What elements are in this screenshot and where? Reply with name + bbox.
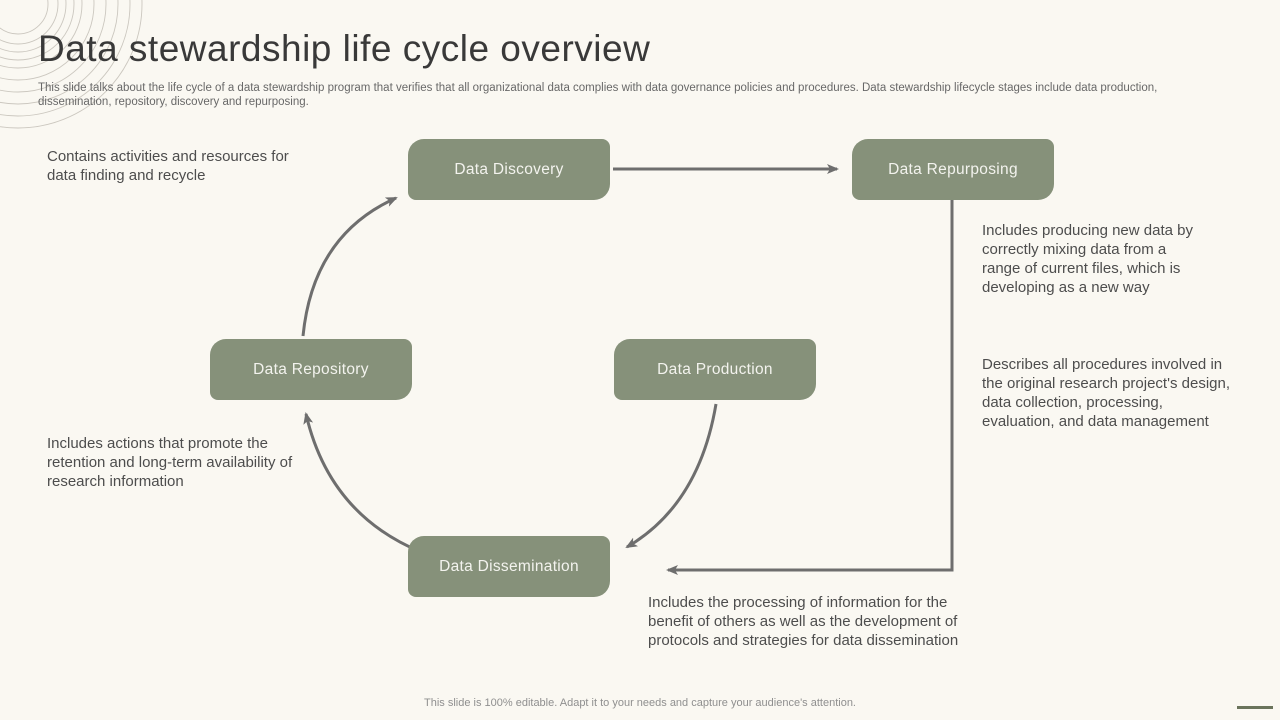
note-repurposing: Includes producing new data by correctly…	[982, 222, 1193, 296]
footer-accent-dash	[1237, 706, 1273, 709]
arc-production-to-dissemination	[625, 403, 718, 549]
page-subtitle: This slide talks about the life cycle of…	[38, 82, 1158, 108]
node-data-repository-label: Data Repository	[253, 360, 369, 378]
corner-arcs-decoration	[0, 0, 143, 129]
note-repository: Includes actions that promote the retent…	[47, 435, 293, 490]
page-title: Data stewardship life cycle overview	[38, 28, 651, 69]
node-data-discovery: Data Discovery	[408, 139, 610, 200]
node-data-production: Data Production	[614, 339, 816, 400]
note-production: Describes all procedures involved in the…	[982, 356, 1230, 430]
arc-repository-to-discovery	[301, 196, 398, 337]
node-data-production-label: Data Production	[657, 360, 773, 378]
note-discovery: Contains activities and resources for da…	[47, 148, 289, 184]
node-data-repository: Data Repository	[210, 339, 412, 400]
node-data-dissemination: Data Dissemination	[408, 536, 610, 597]
node-data-discovery-label: Data Discovery	[454, 160, 564, 178]
node-data-repurposing: Data Repurposing	[852, 139, 1054, 200]
node-data-repurposing-label: Data Repurposing	[888, 160, 1018, 178]
node-data-dissemination-label: Data Dissemination	[439, 557, 579, 575]
footer-text: This slide is 100% editable. Adapt it to…	[424, 697, 856, 709]
arc-dissemination-to-repository	[303, 412, 422, 554]
note-dissemination: Includes the processing of information f…	[648, 594, 959, 649]
